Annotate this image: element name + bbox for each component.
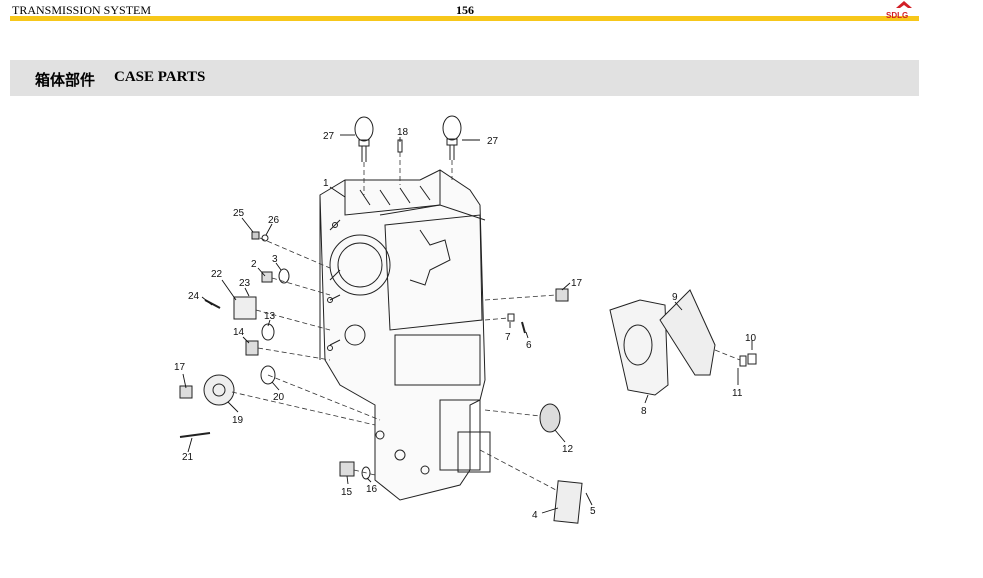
callout-7: 7 [505, 332, 511, 343]
callout-25: 25 [233, 208, 245, 219]
page-header: TRANSMISSION SYSTEM 156 SDLG [10, 0, 919, 22]
callout-leaders [182, 134, 753, 514]
filter-housing [203, 374, 235, 406]
callout-18: 18 [397, 127, 409, 138]
callout-3: 3 [272, 254, 278, 265]
callout-14: 14 [233, 327, 245, 338]
callout-17-left: 17 [174, 362, 186, 373]
section-title-band: 箱体部件 CASE PARTS [10, 60, 919, 96]
eye-bolt-left [354, 116, 374, 162]
callout-4: 4 [532, 510, 538, 521]
logo-text: SDLG [886, 11, 908, 20]
cap-cover [539, 403, 561, 433]
header-rule [10, 16, 919, 21]
document-title: TRANSMISSION SYSTEM [12, 3, 152, 17]
callout-23: 23 [239, 278, 251, 289]
section-title-chinese: 箱体部件 [35, 73, 96, 89]
callout-2: 2 [251, 259, 257, 270]
callout-19: 19 [232, 415, 244, 426]
transmission-case-housing [319, 169, 491, 501]
callout-16: 16 [366, 484, 378, 495]
name-plate [553, 480, 583, 524]
callout-12: 12 [562, 444, 574, 455]
cover-shield [659, 289, 716, 376]
callout-15: 15 [341, 487, 353, 498]
callout-8: 8 [641, 406, 647, 417]
page-number: 156 [456, 3, 474, 17]
callout-27-right: 27 [487, 136, 499, 147]
callout-9: 9 [672, 292, 678, 303]
callout-27-left: 27 [323, 131, 335, 142]
callout-10: 10 [745, 333, 757, 344]
callout-11: 11 [732, 388, 743, 399]
assembly-guide-lines [231, 152, 741, 491]
callout-21: 21 [182, 452, 194, 463]
callout-24: 24 [188, 291, 200, 302]
callout-1: 1 [323, 178, 329, 189]
section-title-english: CASE PARTS [114, 69, 206, 85]
eye-bolt-right [442, 115, 462, 160]
breather-plug [397, 139, 403, 153]
callout-26: 26 [268, 215, 280, 226]
callout-20: 20 [273, 392, 285, 403]
callout-5: 5 [590, 506, 596, 517]
callout-17-right: 17 [571, 278, 583, 289]
cover-plate [609, 299, 669, 396]
callout-numbers: 27 18 27 1 25 26 2 3 22 23 24 17 9 13 14… [174, 127, 757, 521]
callout-6: 6 [526, 340, 532, 351]
callout-22: 22 [211, 269, 223, 280]
callout-13: 13 [264, 311, 276, 322]
sdlg-logo-icon: SDLG [886, 1, 912, 20]
